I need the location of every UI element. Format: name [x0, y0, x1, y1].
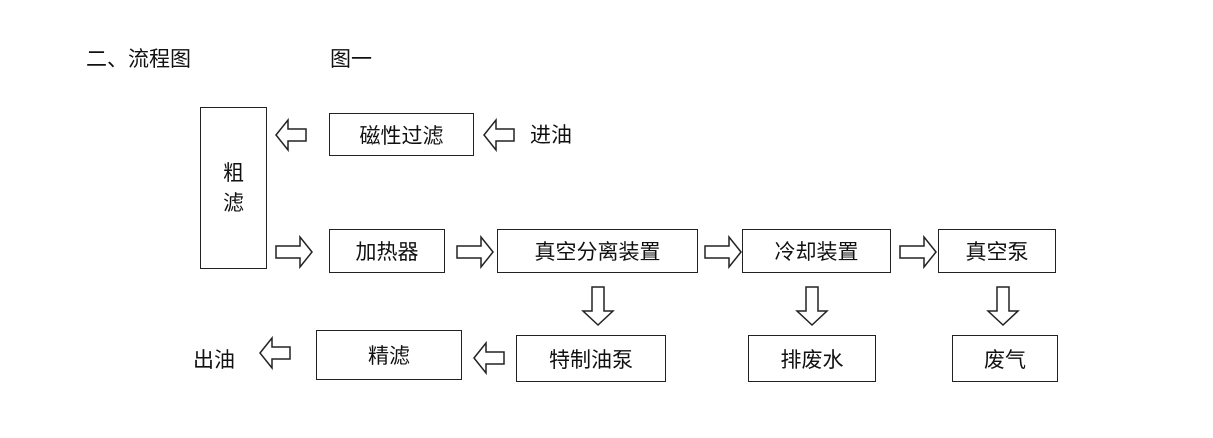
vacuum-separator-box: 真空分离装置 [497, 229, 698, 273]
arrow-left-icon [483, 117, 515, 153]
arrow-left-icon [259, 335, 291, 371]
waste-water-box: 排废水 [748, 335, 876, 382]
coarse-filter-box: 粗 滤 [200, 107, 267, 269]
arrow-right-icon [899, 234, 937, 270]
arrow-down-icon [795, 286, 829, 327]
arrow-right-icon [275, 234, 313, 270]
section-title: 二、流程图 [86, 47, 191, 71]
arrow-left-icon [473, 340, 505, 376]
oil-in-label: 进油 [530, 123, 572, 147]
coarse-filter-char-1: 粗 [223, 160, 244, 185]
special-oil-pump-box: 特制油泵 [516, 335, 666, 382]
heater-box: 加热器 [329, 229, 445, 273]
arrow-down-icon [581, 286, 615, 327]
oil-out-label: 出油 [193, 348, 235, 372]
arrow-right-icon [704, 234, 742, 270]
waste-gas-box: 废气 [952, 335, 1058, 382]
magnetic-filter-box: 磁性过滤 [329, 113, 474, 156]
arrow-down-icon [986, 286, 1020, 327]
fine-filter-box: 精滤 [316, 330, 462, 380]
coarse-filter-char-2: 滤 [223, 191, 244, 215]
arrow-left-icon [275, 117, 307, 153]
figure-label: 图一 [330, 47, 372, 71]
arrow-right-icon [456, 234, 494, 270]
vacuum-pump-box: 真空泵 [938, 229, 1056, 273]
cooler-box: 冷却装置 [742, 229, 891, 273]
